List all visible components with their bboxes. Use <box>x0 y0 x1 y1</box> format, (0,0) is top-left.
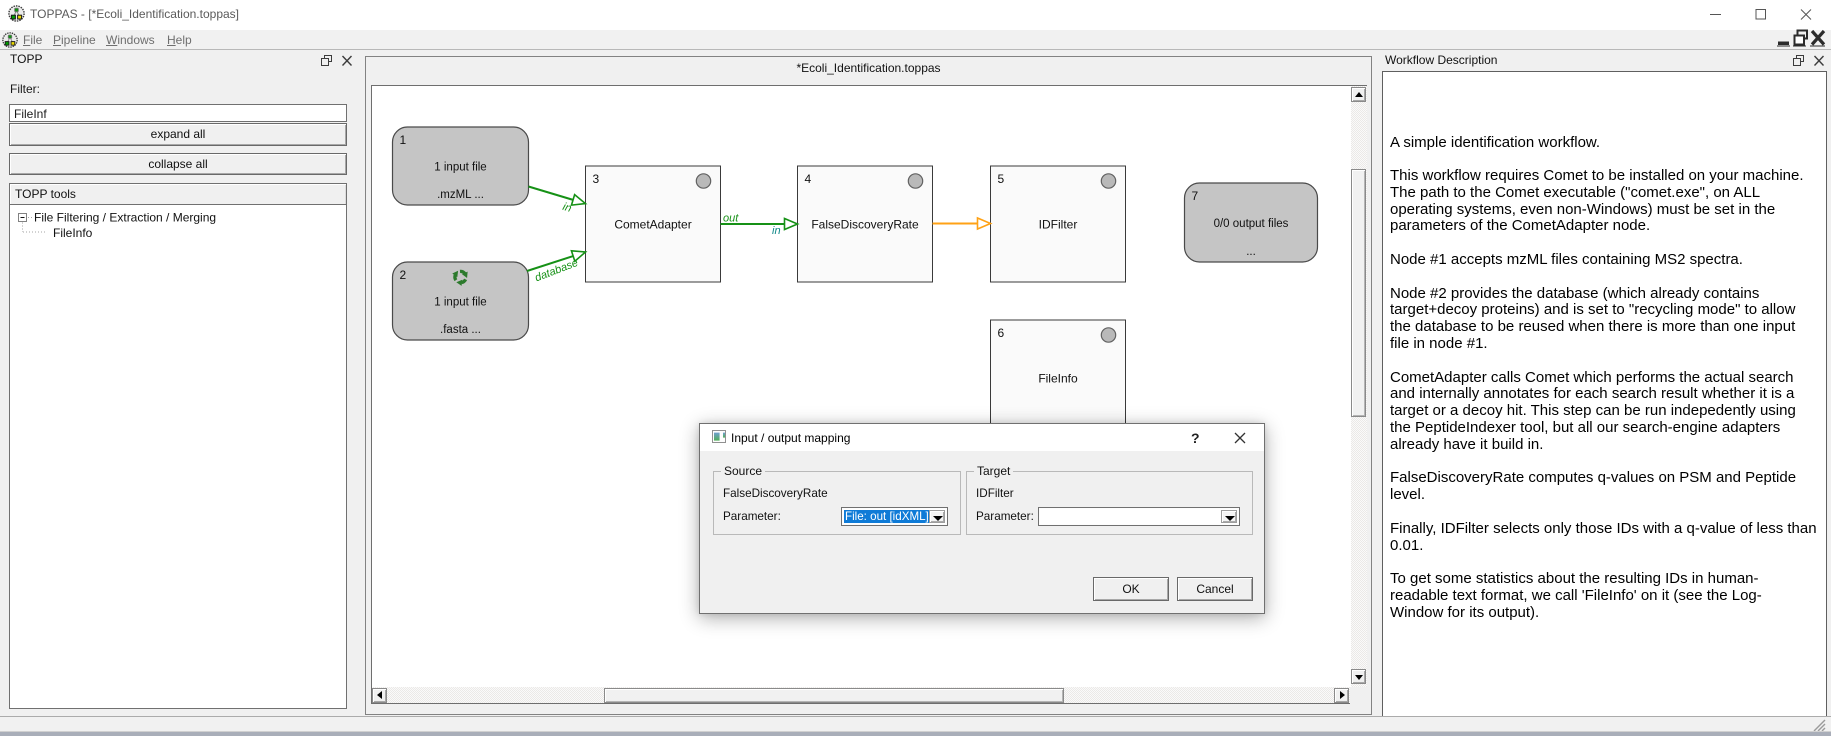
svg-text:3: 3 <box>593 172 600 186</box>
svg-text:2: 2 <box>400 268 407 282</box>
svg-text:in: in <box>561 201 573 215</box>
svg-text:1: 1 <box>400 133 407 147</box>
svg-text:FalseDiscoveryRate: FalseDiscoveryRate <box>811 218 919 232</box>
svg-text:FileInfo: FileInfo <box>53 226 93 240</box>
svg-text:in: in <box>772 225 781 237</box>
svg-text:1 input file: 1 input file <box>434 162 486 174</box>
svg-text:FileInfo: FileInfo <box>1038 372 1078 386</box>
svg-text:5: 5 <box>998 172 1005 186</box>
svg-text:.mzML ...: .mzML ... <box>437 189 484 201</box>
svg-text:.fasta ...: .fasta ... <box>440 324 481 336</box>
svg-text:...: ... <box>1246 246 1256 258</box>
svg-text:CometAdapter: CometAdapter <box>614 218 691 232</box>
svg-text:1 input file: 1 input file <box>434 297 486 309</box>
svg-text:6: 6 <box>998 326 1005 340</box>
svg-text:out: out <box>723 213 739 225</box>
svg-text:4: 4 <box>805 172 812 186</box>
svg-text:0/0 output files: 0/0 output files <box>1214 218 1289 230</box>
svg-text:File Filtering / Extraction /: File Filtering / Extraction / Merging <box>34 211 216 225</box>
svg-text:7: 7 <box>1192 189 1199 203</box>
svg-text:IDFilter: IDFilter <box>1039 218 1078 232</box>
